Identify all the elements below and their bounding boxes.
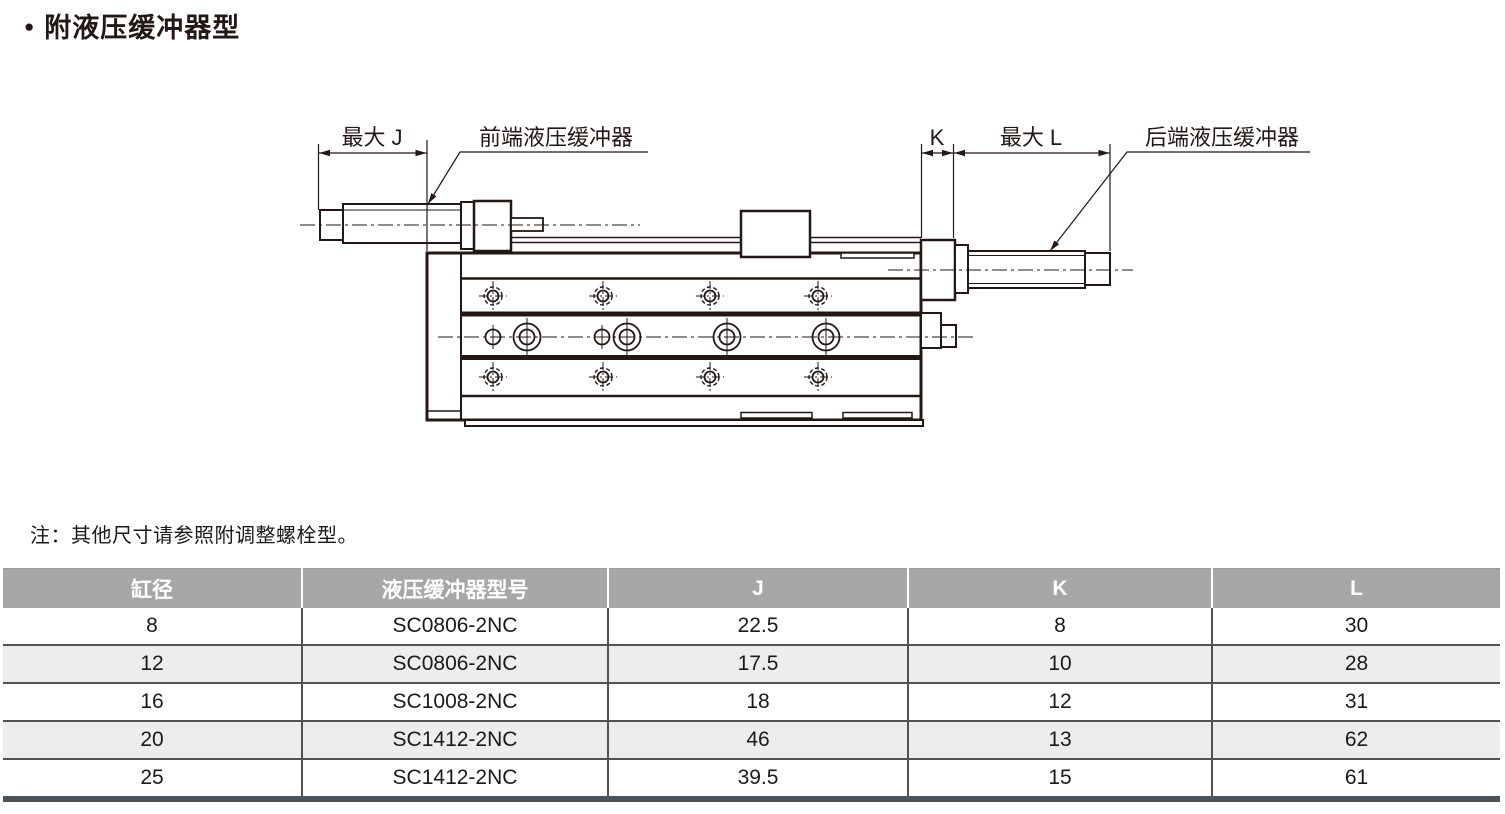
table-cell: 28 [1211, 644, 1500, 683]
table-cell: 22.5 [607, 608, 908, 645]
table-cell: 62 [1211, 720, 1500, 759]
page-title-text: 附液压缓冲器型 [44, 13, 241, 43]
table-cell: 61 [1211, 758, 1500, 802]
table-cell: SC0806-2NC [301, 644, 608, 683]
table-cell: 8 [146, 614, 158, 637]
centerlines [300, 224, 1133, 338]
bullet-icon: ● [24, 17, 36, 36]
dimension-j [317, 140, 428, 251]
table-row: 16 SC1008-2NC 18 12 31 [3, 682, 1500, 721]
table-cell: 12 [3, 644, 302, 683]
col-header-model: 液压缓冲器型号 [301, 568, 608, 608]
table-cell: 18 [607, 682, 908, 721]
note-text: 注：其他尺寸请参照附调整螺栓型。 [30, 525, 358, 547]
sensor-slot [740, 411, 813, 419]
label-rear-absorber: 后端液压缓冲器 [1145, 125, 1299, 150]
dimension-l [953, 144, 1111, 251]
technical-drawing: 最大 J 前端液压缓冲器 K 最大 L 后端液压缓冲器 [300, 125, 1310, 427]
rod-rail-lines [511, 236, 921, 244]
col-header-l: L [1211, 568, 1500, 608]
dimension-k [920, 144, 955, 238]
table-row: 25 SC1412-2NC 39.5 15 61 [3, 758, 1500, 802]
table-cell: 17.5 [607, 644, 908, 683]
table-cell: SC1412-2NC [301, 758, 608, 802]
table-cell: 39.5 [607, 758, 908, 802]
table-row: 8 SC0806-2NC 22.5 8 30 [3, 608, 1500, 645]
table-cell: 15 [907, 758, 1212, 802]
mounting-holes-bottom [479, 362, 832, 392]
bottom-plate [464, 419, 924, 427]
page-title: ● 附液压缓冲器型 [24, 6, 240, 45]
col-header-j: J [607, 568, 908, 608]
dimension-label-max-l: 最大 L [1000, 125, 1062, 150]
table-cell: 30 [1211, 608, 1500, 645]
rear-absorber-leader [1049, 151, 1310, 252]
table-cell: SC0806-2NC [301, 608, 608, 645]
table-cell: 46 [607, 720, 908, 759]
table-cell: 12 [907, 682, 1212, 721]
table-cell: 25 [3, 758, 302, 802]
col-header-bore: 缸径 [3, 568, 302, 608]
mounting-holes-top [479, 281, 832, 311]
sensor-slot [842, 411, 913, 419]
dimension-label-max-j: 最大 J [341, 125, 402, 150]
col-header-k: K [907, 568, 1212, 608]
table-cell: 31 [1211, 682, 1500, 721]
table-cell: 13 [907, 720, 1212, 759]
table-header-row: 缸径 液压缓冲器型号 J K L [3, 568, 1500, 608]
table-cell: SC1412-2NC [301, 720, 608, 759]
table-row: 12 SC0806-2NC 17.5 10 28 [3, 644, 1500, 683]
table-row: 20 SC1412-2NC 46 13 62 [3, 720, 1500, 759]
rear-boss [920, 312, 957, 349]
slide-table-block [739, 209, 812, 259]
label-front-absorber: 前端液压缓冲器 [479, 125, 633, 150]
table-cell: SC1008-2NC [301, 682, 608, 721]
cylinder-body [425, 251, 924, 427]
dimension-label-k: K [930, 125, 945, 150]
table-cell: 20 [3, 720, 302, 759]
top-recess [840, 252, 915, 259]
spec-table: 缸径 液压缓冲器型号 J K L 8 SC0806-2NC 22.5 8 30 … [3, 568, 1500, 802]
table-cell: 16 [3, 682, 302, 721]
table-cell: 10 [907, 644, 1212, 683]
front-absorber-leader [427, 151, 648, 205]
front-shock-absorber [319, 199, 544, 253]
table-cell: 8 [907, 608, 1212, 645]
